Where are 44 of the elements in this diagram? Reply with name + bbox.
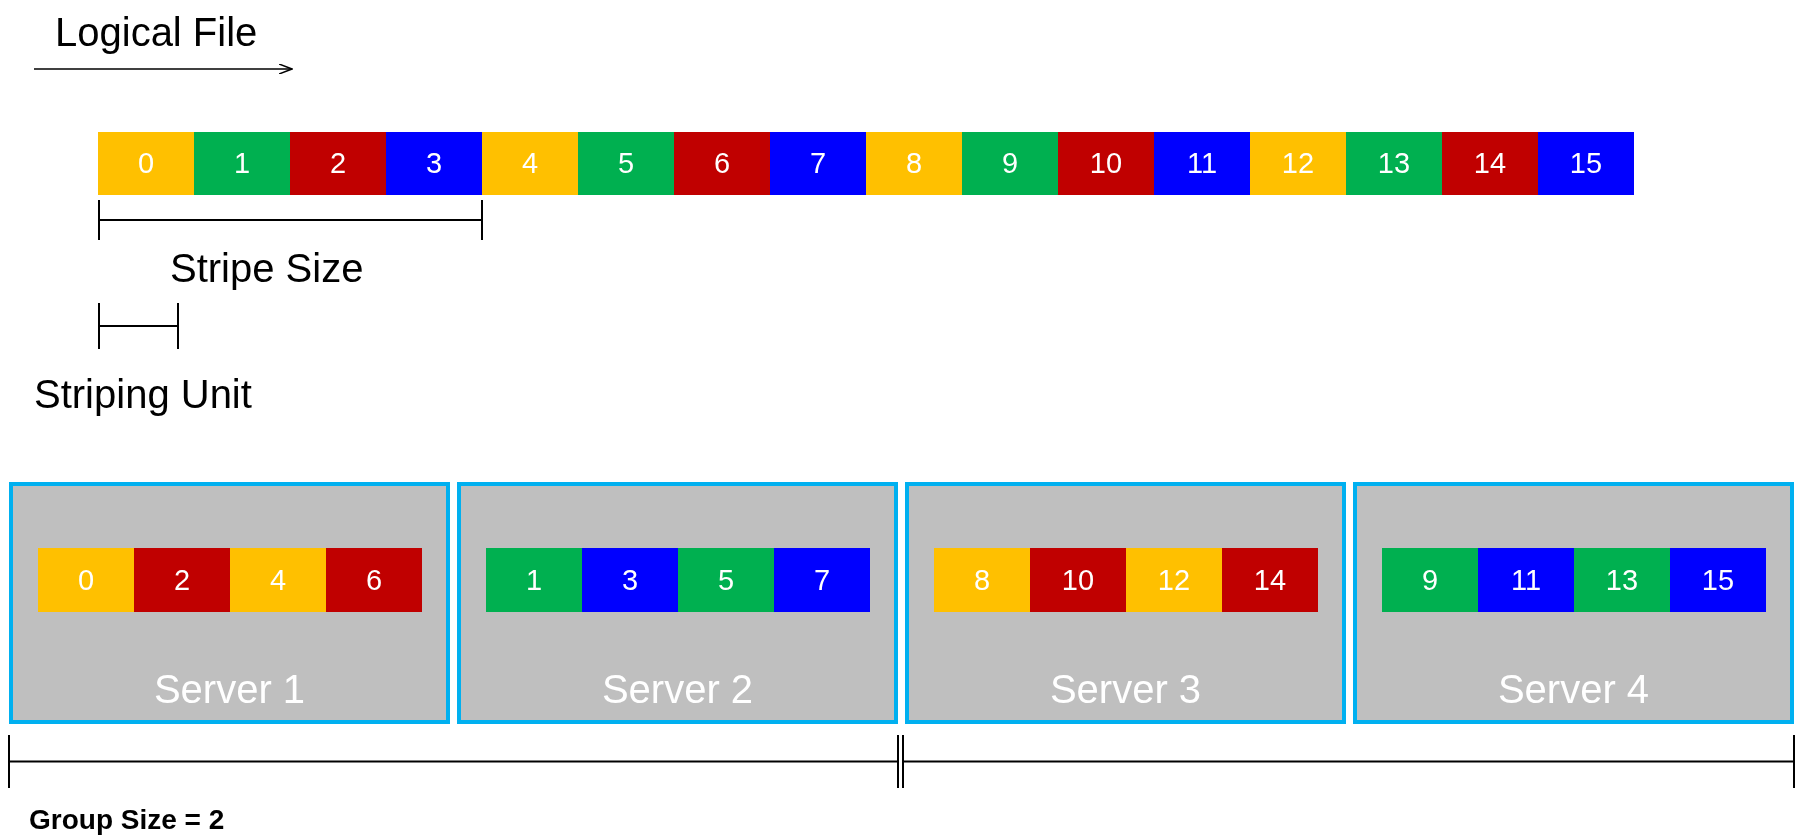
data-block: 0 — [38, 548, 134, 612]
data-block: 14 — [1442, 132, 1538, 195]
data-block: 10 — [1058, 132, 1154, 195]
data-block: 8 — [866, 132, 962, 195]
data-block: 6 — [326, 548, 422, 612]
server-label: Server 3 — [1048, 666, 1203, 712]
server-panel — [905, 482, 1346, 724]
server-panel — [457, 482, 898, 724]
data-block: 8 — [934, 548, 1030, 612]
server-panel — [9, 482, 450, 724]
data-block: 7 — [774, 548, 870, 612]
data-block: 12 — [1250, 132, 1346, 195]
data-block: 5 — [578, 132, 674, 195]
data-block: 3 — [582, 548, 678, 612]
server-label: Server 2 — [600, 666, 755, 712]
data-block: 9 — [1382, 548, 1478, 612]
data-block: 12 — [1126, 548, 1222, 612]
data-block: 15 — [1670, 548, 1766, 612]
data-block: 13 — [1346, 132, 1442, 195]
server-label: Server 1 — [152, 666, 307, 712]
data-block: 1 — [486, 548, 582, 612]
data-block: 6 — [674, 132, 770, 195]
dimension-label: Group Size = 2 — [29, 804, 225, 836]
dimension-label: Stripe Size — [170, 246, 364, 291]
data-block: 2 — [290, 132, 386, 195]
data-block: 15 — [1538, 132, 1634, 195]
data-block: 14 — [1222, 548, 1318, 612]
data-block: 4 — [482, 132, 578, 195]
data-block: 7 — [770, 132, 866, 195]
data-block: 11 — [1478, 548, 1574, 612]
data-block: 4 — [230, 548, 326, 612]
data-block: 13 — [1574, 548, 1670, 612]
data-block: 1 — [194, 132, 290, 195]
data-block: 0 — [98, 132, 194, 195]
data-block: 5 — [678, 548, 774, 612]
data-block: 9 — [962, 132, 1058, 195]
data-block: 11 — [1154, 132, 1250, 195]
data-block: 2 — [134, 548, 230, 612]
server-label: Server 4 — [1496, 666, 1651, 712]
data-block: 10 — [1030, 548, 1126, 612]
dimension-label: Striping Unit — [34, 372, 252, 417]
data-block: 3 — [386, 132, 482, 195]
direction-label: Logical File — [55, 10, 258, 55]
server-panel — [1353, 482, 1794, 724]
